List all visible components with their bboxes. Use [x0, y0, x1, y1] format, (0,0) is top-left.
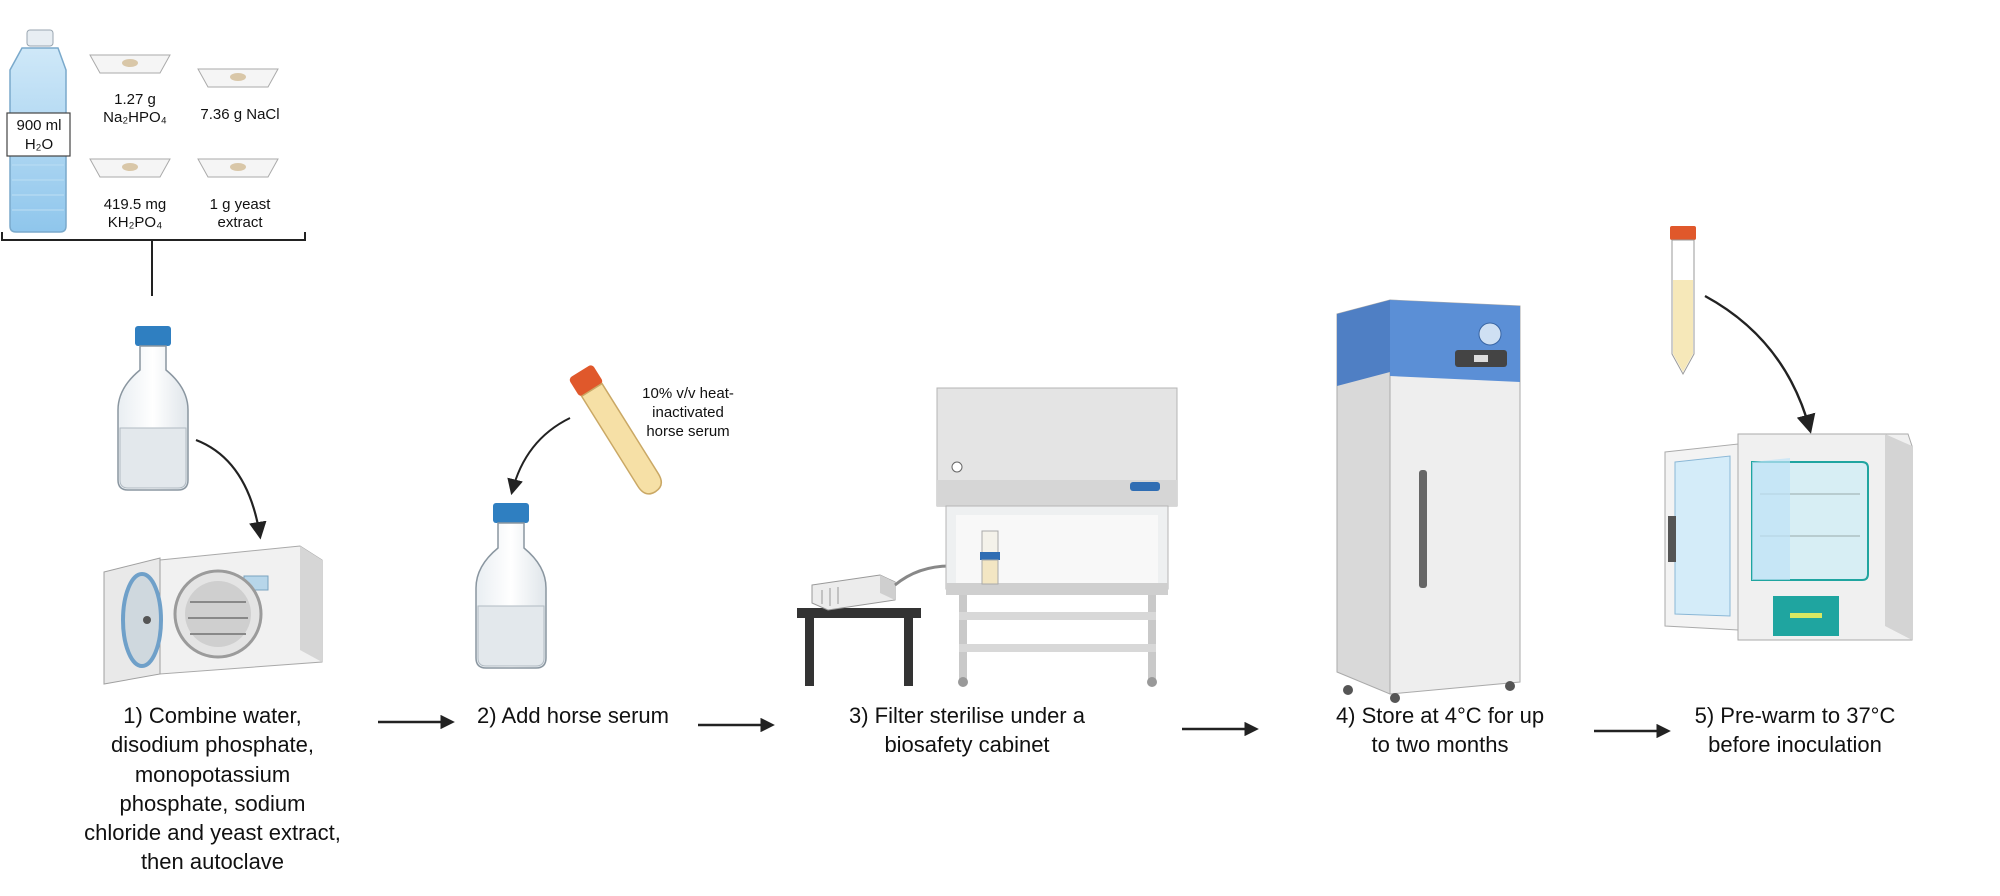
- step-2-label: 2) Add horse serum: [448, 701, 698, 730]
- step-line: phosphate, sodium: [119, 790, 306, 816]
- arrow-tube-to-incubator: [1704, 294, 1816, 434]
- autoclave: [103, 545, 323, 685]
- step-3-label: 3) Filter sterilise under a biosafety ca…: [802, 701, 1132, 760]
- filter-unit: [980, 530, 1000, 585]
- step-line: 5) Pre-warm to 37°C: [1694, 703, 1896, 728]
- step-1-label: 1) Combine water, disodium phosphate, mo…: [60, 701, 365, 877]
- weigh-boats: [89, 54, 279, 178]
- step-line: monopotassium: [134, 761, 291, 787]
- serum-note-line: horse serum: [646, 423, 730, 440]
- step-line: then autoclave: [140, 849, 285, 875]
- incubator: [1664, 433, 1913, 641]
- step-line: biosafety cabinet: [884, 732, 1050, 758]
- ingredient-amount: 7.36 g NaCl: [200, 106, 280, 123]
- step-line: before inoculation: [1708, 732, 1882, 758]
- serum-note-line: inactivated: [652, 404, 724, 421]
- media-bottle-1: [117, 326, 189, 491]
- ingredient-na2hpo4: 1.27 g Na₂HPO₄: [80, 91, 190, 127]
- biosafety-cabinet: [936, 387, 1178, 687]
- ingredient-kh2po4: 419.5 mg KH₂PO₄: [80, 196, 190, 232]
- ingredient-name: extract: [217, 214, 263, 231]
- water-bottle: [6, 29, 71, 233]
- step-line: 4) Store at 4°C for up: [1335, 703, 1545, 728]
- step-line: 2) Add horse serum: [477, 703, 669, 728]
- ingredient-yeast-extract: 1 g yeast extract: [185, 196, 295, 232]
- step-line: 3) Filter sterilise under a: [849, 703, 1085, 728]
- ingredient-amount: 419.5 mg: [103, 196, 167, 213]
- step-4-label: 4) Store at 4°C for up to two months: [1290, 701, 1590, 760]
- ingredient-name: KH₂PO₄: [107, 214, 163, 231]
- step-line: 1) Combine water,: [123, 703, 302, 728]
- lab-table: [797, 608, 921, 686]
- ingredient-name: Na₂HPO₄: [103, 109, 167, 126]
- arrow-bottle-to-autoclave: [195, 438, 267, 540]
- ingredients-bracket: [1, 232, 306, 296]
- step-line: chloride and yeast extract,: [84, 820, 341, 845]
- step-line: to two months: [1371, 732, 1509, 758]
- vacuum-pump: [811, 574, 896, 611]
- serum-note: 10% v/v heat- inactivated horse serum: [618, 384, 758, 441]
- step-line: disodium phosphate,: [110, 732, 315, 758]
- ingredient-nacl: 7.36 g NaCl: [180, 106, 300, 124]
- water-amount: 900 ml: [16, 117, 62, 134]
- media-bottle-2: [475, 503, 547, 669]
- serum-tube: [569, 365, 663, 495]
- ingredient-amount: 1.27 g: [114, 91, 156, 108]
- laboratory-refrigerator: [1336, 299, 1521, 703]
- water-formula: H₂O: [24, 136, 54, 153]
- falcon-tube: [1670, 226, 1696, 376]
- water-label: 900 ml H₂O: [8, 116, 70, 154]
- step-5-label: 5) Pre-warm to 37°C before inoculation: [1660, 701, 1930, 760]
- ingredient-amount: 1 g yeast: [209, 196, 271, 213]
- arrow-serum-to-bottle: [507, 417, 571, 496]
- serum-note-line: 10% v/v heat-: [642, 385, 734, 402]
